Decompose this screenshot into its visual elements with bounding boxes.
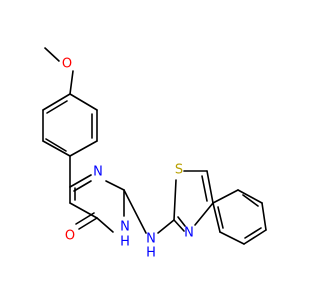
bond-ph-inner-3 xyxy=(217,206,224,229)
bond-c6-n1 xyxy=(69,174,92,188)
bond-aryl-inner-3 xyxy=(46,100,68,114)
bond-c5t-c4t-double xyxy=(201,175,208,202)
bond-n-c2t xyxy=(173,219,185,232)
bond-ph-inner-1 xyxy=(242,194,259,207)
bond-c6-n1-double xyxy=(73,180,92,192)
carbonyl-oxygen-label: O xyxy=(65,229,75,244)
bond-n-c2t-double xyxy=(177,216,186,227)
bond-n1-c2 xyxy=(105,180,125,191)
bond-o-aryl xyxy=(69,70,74,95)
bond-ph-2 xyxy=(261,202,267,231)
bond-c4t-n xyxy=(194,202,214,226)
bond-n3-c4 xyxy=(96,217,114,233)
pyrimidine-n1-label: N xyxy=(93,165,103,180)
pyrimidine-nh-hydrogen-label: H xyxy=(120,235,130,250)
bond-aryl-6 xyxy=(42,93,71,111)
bond-c5t-c4t xyxy=(206,170,214,204)
bond-ph-3 xyxy=(243,229,267,245)
bond-aryl-3 xyxy=(69,140,98,157)
amine-nitrogen-label: N xyxy=(146,232,156,247)
molecule-canvas: O N N H O N H S N xyxy=(42,47,267,261)
thiazole-nitrogen-label: N xyxy=(184,226,194,241)
bond-thiazole-phenyl xyxy=(212,189,239,204)
bond-c4-o-double xyxy=(75,212,95,225)
bond-ph-5 xyxy=(212,202,221,233)
bond-ph-4 xyxy=(219,231,245,245)
bond-methyl-o xyxy=(44,47,60,62)
bond-ph-inner-2 xyxy=(244,227,262,239)
thiazole-sulfur-label: S xyxy=(175,163,183,178)
bond-ph-1 xyxy=(237,189,263,204)
bond-aryl-1 xyxy=(69,93,98,111)
bond-c2-nh xyxy=(123,189,147,234)
methoxy-oxygen-label: O xyxy=(62,57,72,72)
bond-aryl-inner-2 xyxy=(45,138,67,152)
bond-c4-o xyxy=(78,217,98,230)
bond-c2t-s xyxy=(173,179,177,221)
bond-nh-thiazole xyxy=(157,219,175,234)
amine-hydrogen-label: H xyxy=(146,246,156,261)
chemical-structure-diagram: O N N H O N H S N xyxy=(42,47,267,261)
bond-c4-c5 xyxy=(69,202,98,219)
bond-aryl-4 xyxy=(42,140,71,157)
pyrimidine-n3-label: N xyxy=(120,220,130,235)
